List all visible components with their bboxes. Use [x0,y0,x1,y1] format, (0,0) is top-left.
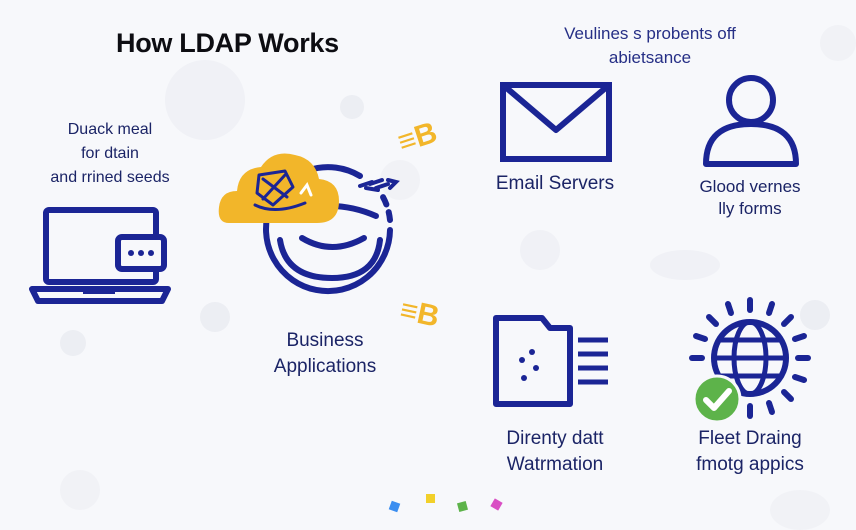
confetti-piece [490,498,503,511]
confetti-piece [388,500,401,513]
subtitle-line-2: abietsance [608,48,692,67]
background-dot [165,60,245,140]
fleet-label-line-1: Fleet Draing [698,428,802,449]
background-dot [820,25,856,61]
left-text-line-1: Duack meal [67,121,153,138]
directory-label-line-2: Watrmation [506,454,604,475]
confetti-piece [426,494,435,503]
folder-icon [493,315,608,407]
directory-label: Direnty datt Watrmation [470,426,640,478]
confetti-piece [456,500,469,513]
left-text-line-3: and rrined seeds [50,169,170,186]
subtitle: Veulines s probents off abietsance [530,22,770,70]
background-dot [800,300,830,330]
business-label-line-1: Business [286,330,364,351]
fleet-label: Fleet Draing fmotg appics [670,426,830,478]
envelope-icon [500,82,612,162]
arrow-mark-top: ≡B [393,115,442,160]
subtitle-line-1: Veulines s probents off [564,24,736,43]
page-title: How LDAP Works [116,28,339,58]
business-label-line-2: Applications [273,356,377,377]
background-dot [60,330,86,356]
email-servers-label: Email Servers [495,173,615,194]
check-icon [692,374,742,424]
arrow-icon [358,178,400,190]
user-label-line-2: lly forms [718,199,782,218]
background-dot [650,250,720,280]
cloud-icon [218,153,339,223]
fleet-label-line-2: fmotg appics [696,454,804,475]
left-description: Duack meal for dtain and rrined seeds [30,118,190,190]
user-label-line-1: Glood vernes [699,177,801,196]
background-dot [60,470,100,510]
background-dot [200,302,230,332]
laptop-icon [29,207,171,304]
background-dot [340,95,364,119]
arrow-mark-bottom: ≡B [397,293,443,334]
background-dot [770,490,830,530]
business-applications-label: Business Applications [250,328,400,380]
user-icon [703,75,799,167]
background-dot [520,230,560,270]
user-label: Glood vernes lly forms [670,176,830,220]
directory-label-line-1: Direnty datt [506,428,604,449]
left-text-line-2: for dtain [81,145,139,162]
